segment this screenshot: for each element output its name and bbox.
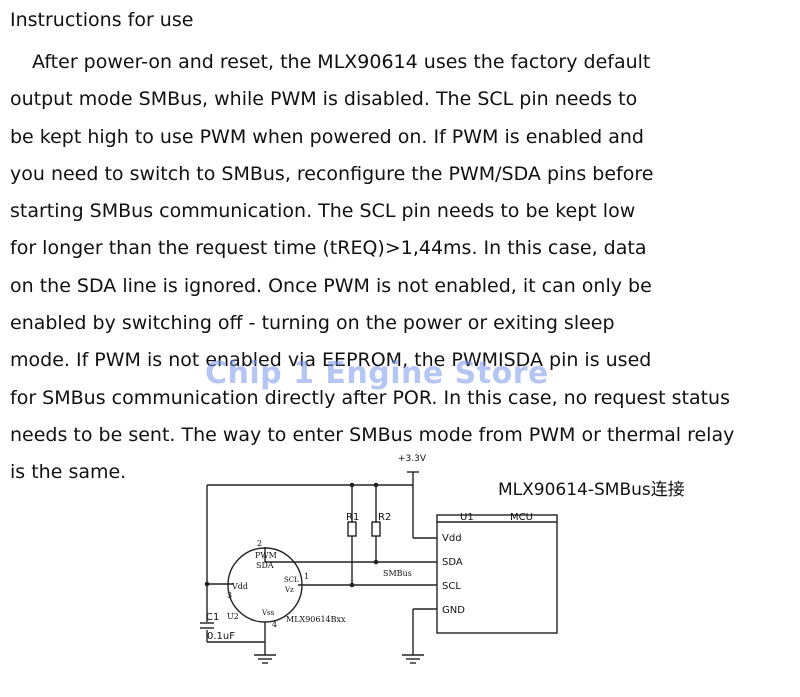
sensor-vss-label: Vss — [261, 609, 275, 617]
supply-label: +3.3V — [398, 454, 427, 464]
junction-dot — [373, 559, 379, 565]
junction-dot — [349, 482, 355, 488]
paragraph-line: for SMBus communication directly after P… — [10, 386, 730, 409]
r1-resistor — [347, 521, 357, 537]
paragraph-line: output mode SMBus, while PWM is disabled… — [10, 88, 638, 111]
paragraph-line: is the same. — [10, 461, 127, 484]
capacitor-value-label: 0.1uF — [207, 631, 235, 642]
junction-dot — [349, 582, 355, 588]
store-watermark: Chip 1 Engine Store — [205, 356, 549, 391]
sensor-pin-3-label: 3 — [227, 591, 232, 600]
mcu-ref-label: U1 — [460, 512, 474, 523]
instructions-paragraph: After power-on and reset, the MLX90614 u… — [10, 44, 800, 492]
mcu-pin-gnd: GND — [442, 605, 465, 616]
junction-dot — [204, 581, 210, 587]
paragraph-line: needs to be sent. The way to enter SMBus… — [10, 423, 735, 446]
paragraph-line: After power-on and reset, the MLX90614 u… — [32, 51, 651, 73]
mcu-box — [436, 514, 558, 634]
capacitor-ref-label: C1 — [206, 612, 219, 623]
sensor-ref-label: U2 — [227, 612, 239, 621]
sensor-sda-label: SDA — [256, 561, 274, 570]
sensor-pwm-label: PWM — [255, 551, 277, 560]
paragraph-line: be kept high to use PWM when powered on.… — [10, 125, 644, 148]
r2-label: R2 — [378, 512, 391, 523]
smbus-connection-schematic: +3.3V MLX90614-SMBus连接 R1 R2 U1 MCU Vdd … — [200, 454, 685, 664]
sensor-vdd-label: Vdd — [231, 582, 248, 591]
mcu-name-label: MCU — [510, 512, 533, 523]
sensor-vz-label: Vz — [284, 586, 294, 594]
junction-dot — [373, 482, 379, 488]
mcu-pin-vdd: Vdd — [442, 533, 462, 544]
mcu-pin-sda: SDA — [442, 557, 463, 568]
paragraph-line: on the SDA line is ignored. Once PWM is … — [10, 274, 652, 297]
paragraph-line: starting SMBus communication. The SCL pi… — [10, 200, 636, 223]
diagram-title: MLX90614-SMBus连接 — [498, 480, 685, 500]
sensor-pin-1-label: 1 — [304, 572, 309, 581]
sensor-scl-label: SCL — [284, 576, 299, 584]
mcu-pin-scl: SCL — [442, 581, 461, 592]
paragraph-line: you need to switch to SMBus, reconfigure… — [10, 162, 654, 185]
smbus-bus-label: SMBus — [383, 569, 412, 578]
sensor-part-label: MLX90614Bxx — [286, 615, 346, 624]
heading: Instructions for use — [10, 9, 194, 31]
sensor-pin-4-label: 4 — [272, 620, 277, 629]
paragraph-line: enabled by switching off - turning on th… — [10, 312, 615, 335]
r1-label: R1 — [346, 512, 359, 523]
paragraph-line: for longer than the request time (tREQ)>… — [10, 237, 647, 260]
r2-resistor — [371, 521, 381, 537]
sensor-pin-2-label: 2 — [257, 539, 262, 548]
paragraph-line: mode. If PWM is not enabled via EEPROM, … — [10, 349, 652, 372]
